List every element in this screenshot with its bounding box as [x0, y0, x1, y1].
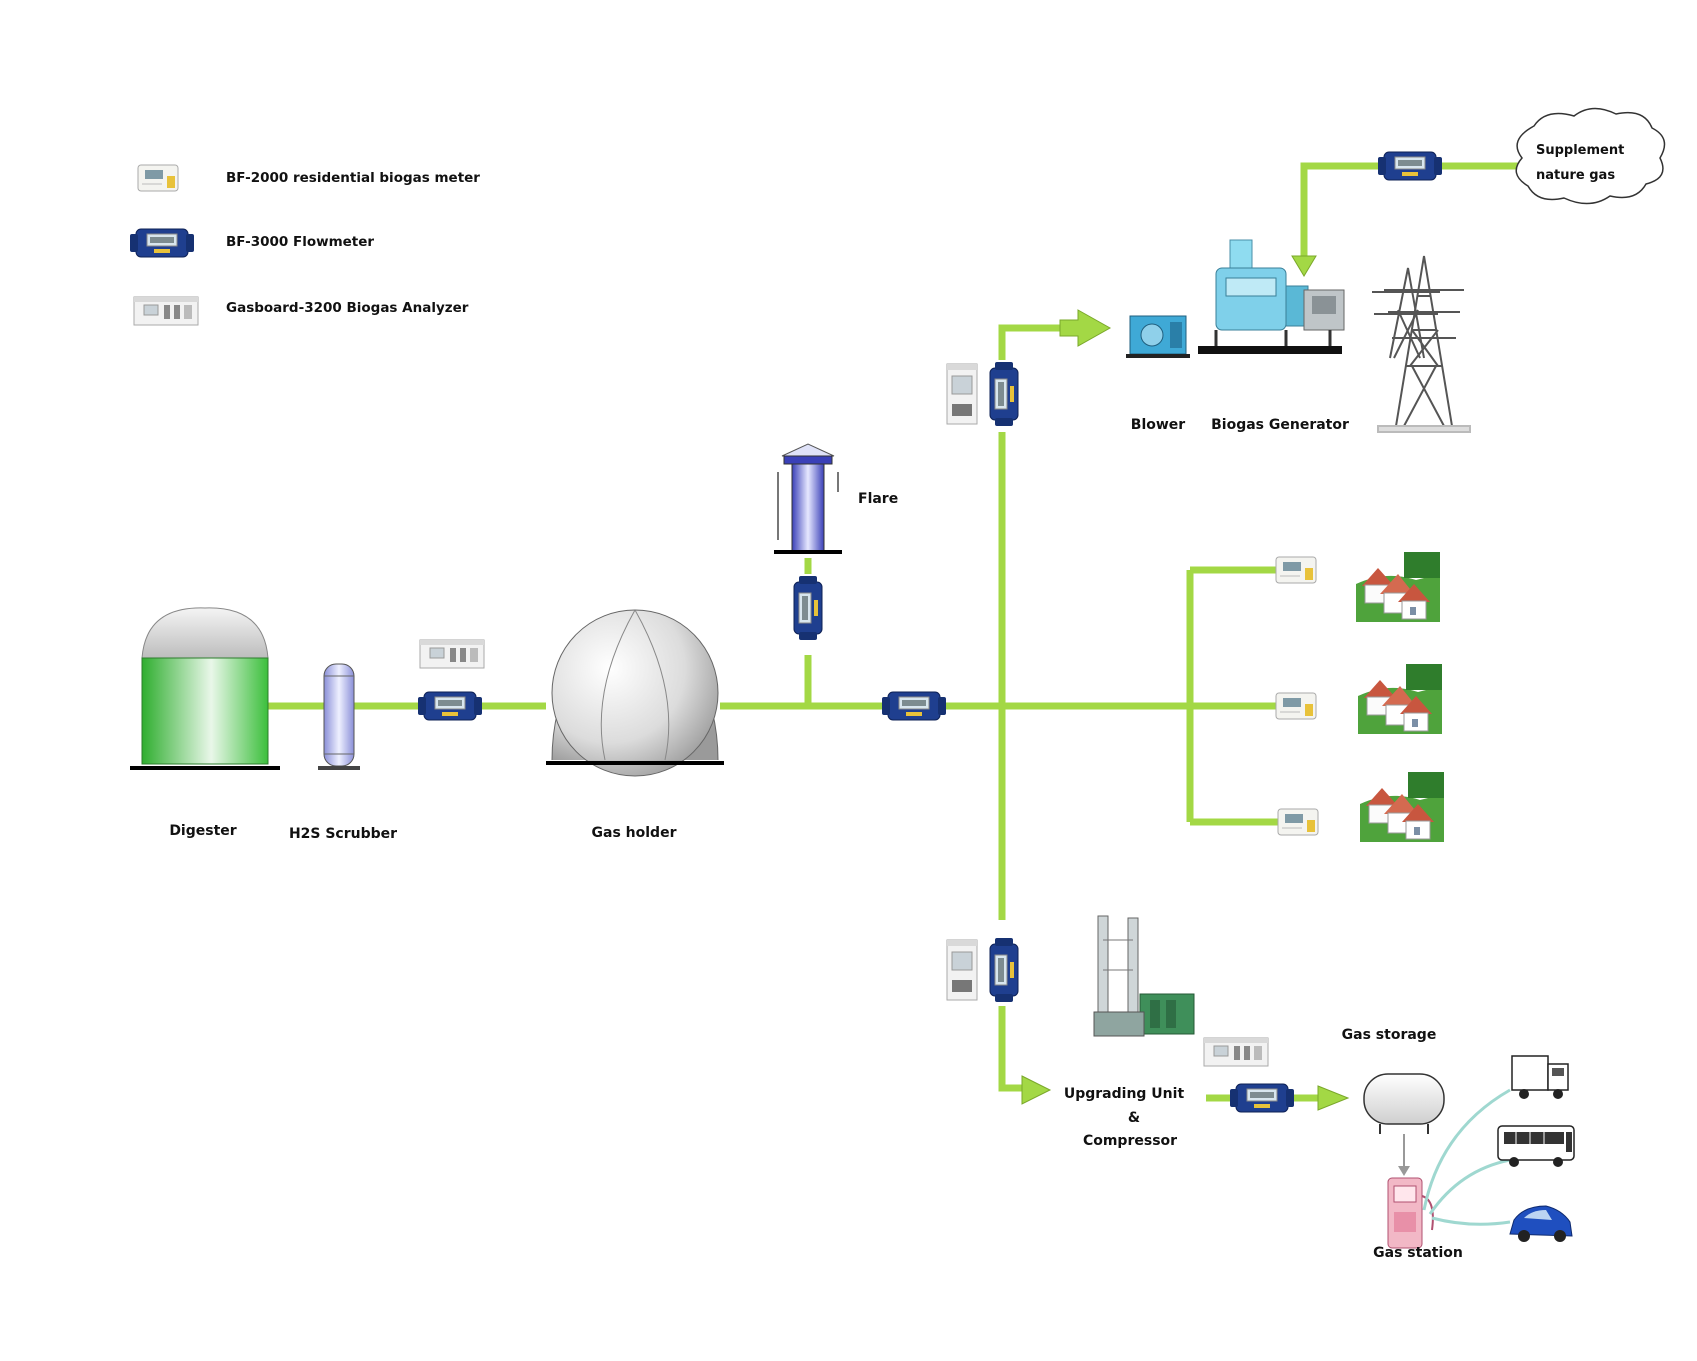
residential-meter-icon-3 — [1277, 808, 1319, 836]
bus-icon — [1497, 1125, 1575, 1167]
upgrading-label-line3: Compressor — [1082, 1133, 1178, 1149]
legend-analyzer-label: Gasboard-3200 Biogas Analyzer — [226, 300, 469, 316]
digester-label: Digester — [169, 823, 237, 839]
house-icon-3 — [1359, 771, 1445, 843]
legend-residential-meter-label: BF-2000 residential biogas meter — [226, 170, 480, 186]
supplement-cloud — [1515, 107, 1666, 205]
blower-label: Blower — [1130, 417, 1186, 433]
gas-storage-label: Gas storage — [1341, 1027, 1437, 1043]
arrow-to-upgrading — [1021, 1075, 1052, 1105]
analyzer-icon-upgrading — [1203, 1037, 1269, 1067]
analyzer-icon-1 — [419, 639, 485, 669]
scrubber-label: H2S Scrubber — [288, 826, 398, 842]
arrowheads — [1021, 255, 1350, 1111]
supplement-label-line2: nature gas — [1536, 168, 1616, 183]
truck-icon — [1511, 1055, 1569, 1099]
gas-holder — [546, 609, 724, 777]
arrow-to-generator — [1291, 255, 1317, 277]
car-icon — [1509, 1205, 1573, 1242]
house-icon-1 — [1355, 551, 1441, 623]
blower — [1126, 315, 1190, 358]
h2s-scrubber — [318, 663, 360, 770]
legend-flowmeter-icon — [129, 228, 195, 258]
legend-flowmeter-label: BF-3000 Flowmeter — [226, 234, 375, 250]
flowmeter-icon-flare — [793, 575, 823, 641]
residential-meter-icon-1 — [1275, 556, 1317, 584]
digester — [130, 607, 280, 770]
flowmeter-icon-1 — [417, 691, 483, 721]
upgrading-label-line2: & — [1127, 1110, 1141, 1126]
flowmeter-icon-supplement — [1377, 151, 1443, 181]
legend-residential-meter-icon — [137, 164, 179, 192]
gas-station-label: Gas station — [1373, 1245, 1463, 1261]
gas-station-pump — [1387, 1177, 1434, 1249]
legend-analyzer-icon — [133, 296, 199, 326]
flowmeter-icon-upgrading — [1229, 1083, 1295, 1113]
analyzer-icon-north — [946, 363, 978, 425]
gas-storage-tank — [1363, 1073, 1445, 1176]
supplement-label-line1: Supplement — [1536, 143, 1625, 158]
flowmeter-icon-south — [989, 937, 1019, 1003]
upgrading-label-line1: Upgrading Unit — [1063, 1086, 1185, 1102]
pipe-to-blower — [998, 324, 1082, 360]
arrow-to-blower — [1059, 309, 1112, 347]
house-icon-2 — [1357, 663, 1443, 735]
gas-station-routes — [1422, 1088, 1511, 1226]
power-tower-icon — [1372, 255, 1471, 433]
flare-label: Flare — [858, 491, 899, 507]
upgrading-unit — [1093, 915, 1195, 1037]
biogas-generator — [1198, 239, 1345, 354]
generator-label: Biogas Generator — [1211, 417, 1349, 433]
legend — [129, 164, 199, 326]
analyzer-icon-south — [946, 939, 978, 1001]
flare-stack — [774, 443, 842, 554]
residential-meter-icon-2 — [1275, 692, 1317, 720]
flowmeter-icon-north — [989, 361, 1019, 427]
flowmeter-icon-main — [881, 691, 947, 721]
pipe-to-upgrading — [998, 1006, 1022, 1092]
gas-holder-label: Gas holder — [591, 825, 677, 841]
arrow-to-storage — [1317, 1085, 1350, 1111]
